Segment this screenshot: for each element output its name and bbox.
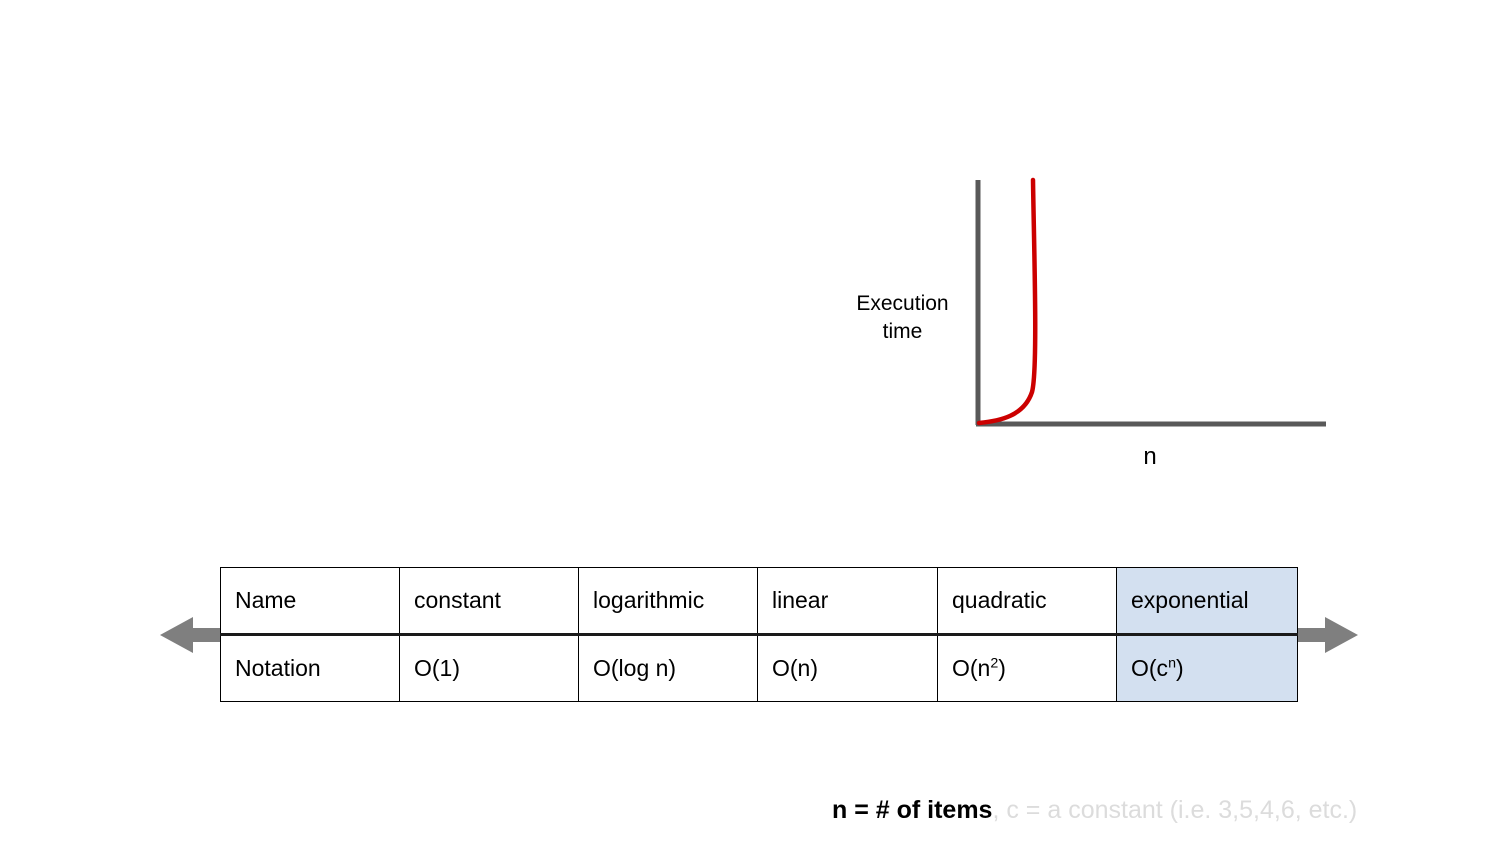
legend-caption: n = # of items, c = a constant (i.e. 3,5… bbox=[832, 796, 1357, 825]
cell-name-linear: linear bbox=[757, 567, 938, 636]
cell-name-exponential: exponential bbox=[1116, 567, 1298, 636]
cell-name-quadratic: quadratic bbox=[937, 567, 1117, 636]
x-axis-label: n bbox=[1143, 443, 1157, 470]
arrow-left-icon bbox=[160, 617, 230, 653]
row-header-notation: Notation bbox=[220, 633, 400, 702]
cell-notation-quadratic: O(n2) bbox=[937, 633, 1117, 702]
notation-base: O(n) bbox=[772, 655, 818, 681]
complexity-table: Name constant logarithmic linear quadrat… bbox=[220, 567, 1298, 702]
notation-base: O(1) bbox=[414, 655, 460, 681]
caption-faded-text: , c = a constant (i.e. 3,5,4,6, etc.) bbox=[992, 796, 1358, 824]
caption-strong-text: n = # of items bbox=[832, 796, 993, 824]
cell-notation-constant: O(1) bbox=[399, 633, 579, 702]
notation-superscript: n bbox=[1168, 655, 1176, 672]
notation-base: O(log n) bbox=[593, 655, 677, 681]
cell-notation-logarithmic: O(log n) bbox=[578, 633, 758, 702]
arrow-right-icon bbox=[1288, 617, 1358, 653]
notation-close: ) bbox=[1176, 655, 1184, 681]
execution-time-graph bbox=[840, 170, 1350, 490]
table-row-name: Name constant logarithmic linear quadrat… bbox=[220, 567, 1298, 636]
cell-name-logarithmic: logarithmic bbox=[578, 567, 758, 636]
exponential-curve bbox=[976, 177, 1038, 426]
table-row-notation: Notation O(1) O(log n) O(n) O(n2) O(cn) bbox=[220, 633, 1298, 702]
notation-superscript: 2 bbox=[990, 655, 999, 672]
cell-name-constant: constant bbox=[399, 567, 579, 636]
cell-notation-exponential: O(cn) bbox=[1116, 633, 1298, 702]
notation-base: O(n bbox=[952, 655, 991, 681]
y-axis-label: Execution time bbox=[856, 292, 949, 343]
notation-base: O(c bbox=[1131, 655, 1169, 681]
notation-close: ) bbox=[998, 655, 1006, 681]
row-header-name: Name bbox=[220, 567, 400, 636]
cell-notation-linear: O(n) bbox=[757, 633, 938, 702]
graph-svg bbox=[975, 177, 1326, 427]
